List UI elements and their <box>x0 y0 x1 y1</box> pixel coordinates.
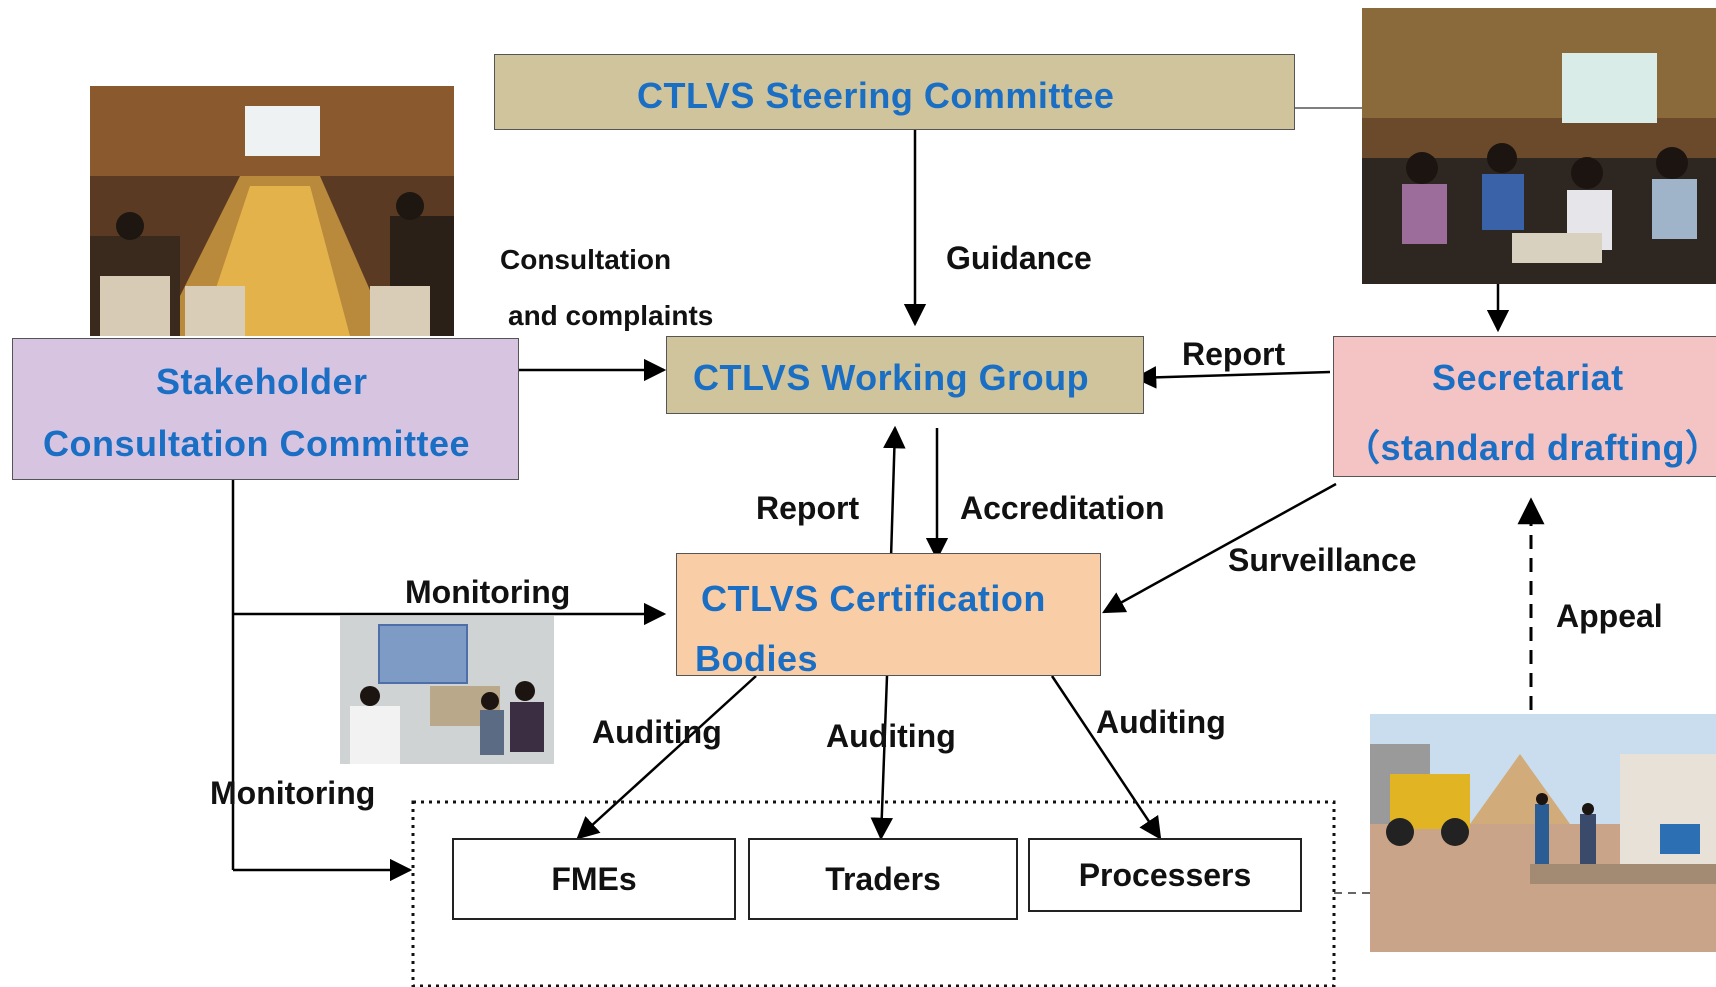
accreditation-label: Accreditation <box>960 490 1165 526</box>
auditing-fmes-arrow <box>576 675 757 840</box>
meeting-room-photo <box>90 86 454 336</box>
office-meeting-photo <box>340 616 554 764</box>
secretariat-label-line2: （standard drafting） <box>1344 427 1716 468</box>
processers-box: Processers <box>1028 838 1302 912</box>
stakeholder-committee-box: Stakeholder Consultation Committee <box>12 338 519 480</box>
report-from-certification-arrow <box>883 425 906 559</box>
auditing-traders-label: Auditing <box>826 718 956 754</box>
certification-label-line2: Bodies <box>695 638 819 679</box>
certification-label-line1: CTLVS Certification <box>701 578 1046 619</box>
fmes-box: FMEs <box>452 838 736 920</box>
working-group-label: CTLVS Working Group <box>693 357 1090 398</box>
guidance-label: Guidance <box>946 240 1092 276</box>
field-inspection-photo <box>1370 714 1716 952</box>
report-certification-label: Report <box>756 490 860 526</box>
processers-label: Processers <box>1078 856 1252 893</box>
consultation-label-line1: Consultation <box>500 244 672 275</box>
surveillance-label: Surveillance <box>1228 542 1417 578</box>
fmes-label: FMEs <box>551 860 637 897</box>
monitoring-certification-label: Monitoring <box>405 574 571 610</box>
traders-label: Traders <box>825 860 941 897</box>
secretariat-label-line1: Secretariat <box>1432 357 1624 398</box>
surveillance-arrow <box>1102 482 1337 614</box>
auditing-fmes-label: Auditing <box>592 714 722 750</box>
steering-committee-box: CTLVS Steering Committee <box>494 54 1295 130</box>
steering-committee-label: CTLVS Steering Committee <box>637 75 1115 116</box>
traders-box: Traders <box>748 838 1018 920</box>
stakeholder-label-line1: Stakeholder <box>156 361 368 402</box>
working-group-box: CTLVS Working Group <box>666 336 1144 414</box>
auditing-processers-label: Auditing <box>1096 704 1226 740</box>
monitoring-entities-label: Monitoring <box>210 775 376 811</box>
appeal-label: Appeal <box>1556 598 1663 634</box>
auditing-traders-arrow <box>870 675 893 841</box>
committee-meeting-photo <box>1362 8 1716 284</box>
stakeholder-label-line2: Consultation Committee <box>43 423 471 464</box>
report-secretariat-label: Report <box>1182 336 1286 372</box>
certification-bodies-box: CTLVS Certification Bodies <box>676 553 1101 679</box>
consultation-label-line2: and complaints <box>508 300 714 331</box>
auditing-processers-arrow <box>1050 675 1162 840</box>
report-to-working-group-arrow <box>1133 366 1331 389</box>
secretariat-box: Secretariat （standard drafting） <box>1333 336 1716 477</box>
